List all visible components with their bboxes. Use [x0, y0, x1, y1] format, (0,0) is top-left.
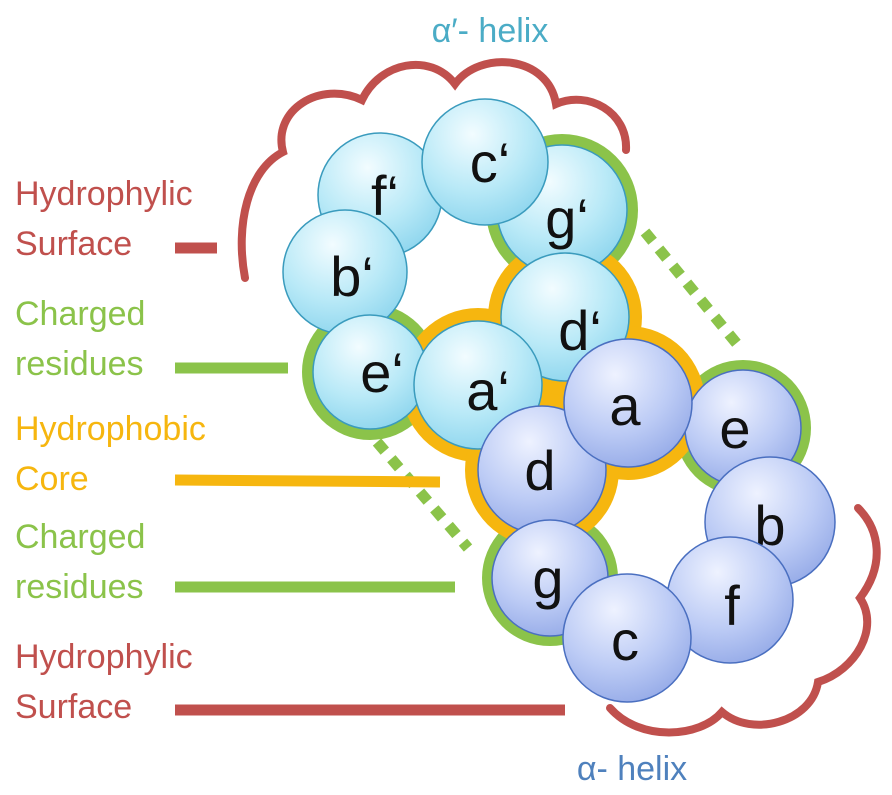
residue-e-prime: e‘ — [312, 314, 428, 430]
hydrophylic-surface-outline-top — [237, 58, 631, 282]
svg-text:Charged: Charged — [15, 518, 145, 556]
legend-line-core — [174, 474, 441, 488]
svg-text:Charged: Charged — [15, 295, 145, 333]
alpha-helix-title: α- helix — [577, 750, 687, 788]
residue-a: a — [563, 338, 693, 468]
legend-charged-top: Charged residues — [15, 295, 145, 383]
svg-text:residues: residues — [15, 345, 144, 383]
svg-text:b‘: b‘ — [330, 245, 374, 308]
svg-text:Hydrophobic: Hydrophobic — [15, 410, 206, 448]
svg-text:Surface: Surface — [15, 688, 132, 726]
charged-link-lower — [372, 438, 473, 552]
svg-text:a: a — [609, 374, 641, 437]
svg-text:c: c — [611, 609, 639, 672]
svg-text:f: f — [724, 574, 740, 637]
residue-f: f — [666, 536, 794, 664]
svg-text:residues: residues — [15, 568, 144, 606]
svg-text:c‘: c‘ — [470, 131, 510, 194]
legend-core: Hydrophobic Core — [15, 410, 206, 498]
svg-text:d: d — [524, 439, 555, 502]
residue-c: c — [562, 573, 692, 703]
svg-text:f‘: f‘ — [371, 164, 399, 227]
hydrophylic-surface-outline-bottom — [606, 504, 881, 737]
residue-b-prime: b‘ — [282, 209, 408, 335]
legend-hydrophylic-top: Hydrophylic Surface — [15, 175, 193, 263]
svg-text:Hydrophylic: Hydrophylic — [15, 175, 193, 213]
legend-charged-bottom: Charged residues — [15, 518, 145, 606]
alpha-prime-helix-title: α′- helix — [432, 12, 549, 50]
svg-text:e‘: e‘ — [360, 341, 404, 404]
svg-text:g: g — [532, 547, 563, 610]
legend-hydrophylic-bottom: Hydrophylic Surface — [15, 638, 193, 726]
svg-text:e: e — [719, 397, 750, 460]
svg-text:g‘: g‘ — [545, 187, 589, 250]
svg-text:Hydrophylic: Hydrophylic — [15, 638, 193, 676]
charged-link-upper — [640, 228, 747, 354]
svg-text:Surface: Surface — [15, 225, 132, 263]
residue-c-prime: c‘ — [421, 98, 549, 226]
svg-text:Core: Core — [15, 460, 89, 498]
svg-text:a‘: a‘ — [466, 359, 510, 422]
